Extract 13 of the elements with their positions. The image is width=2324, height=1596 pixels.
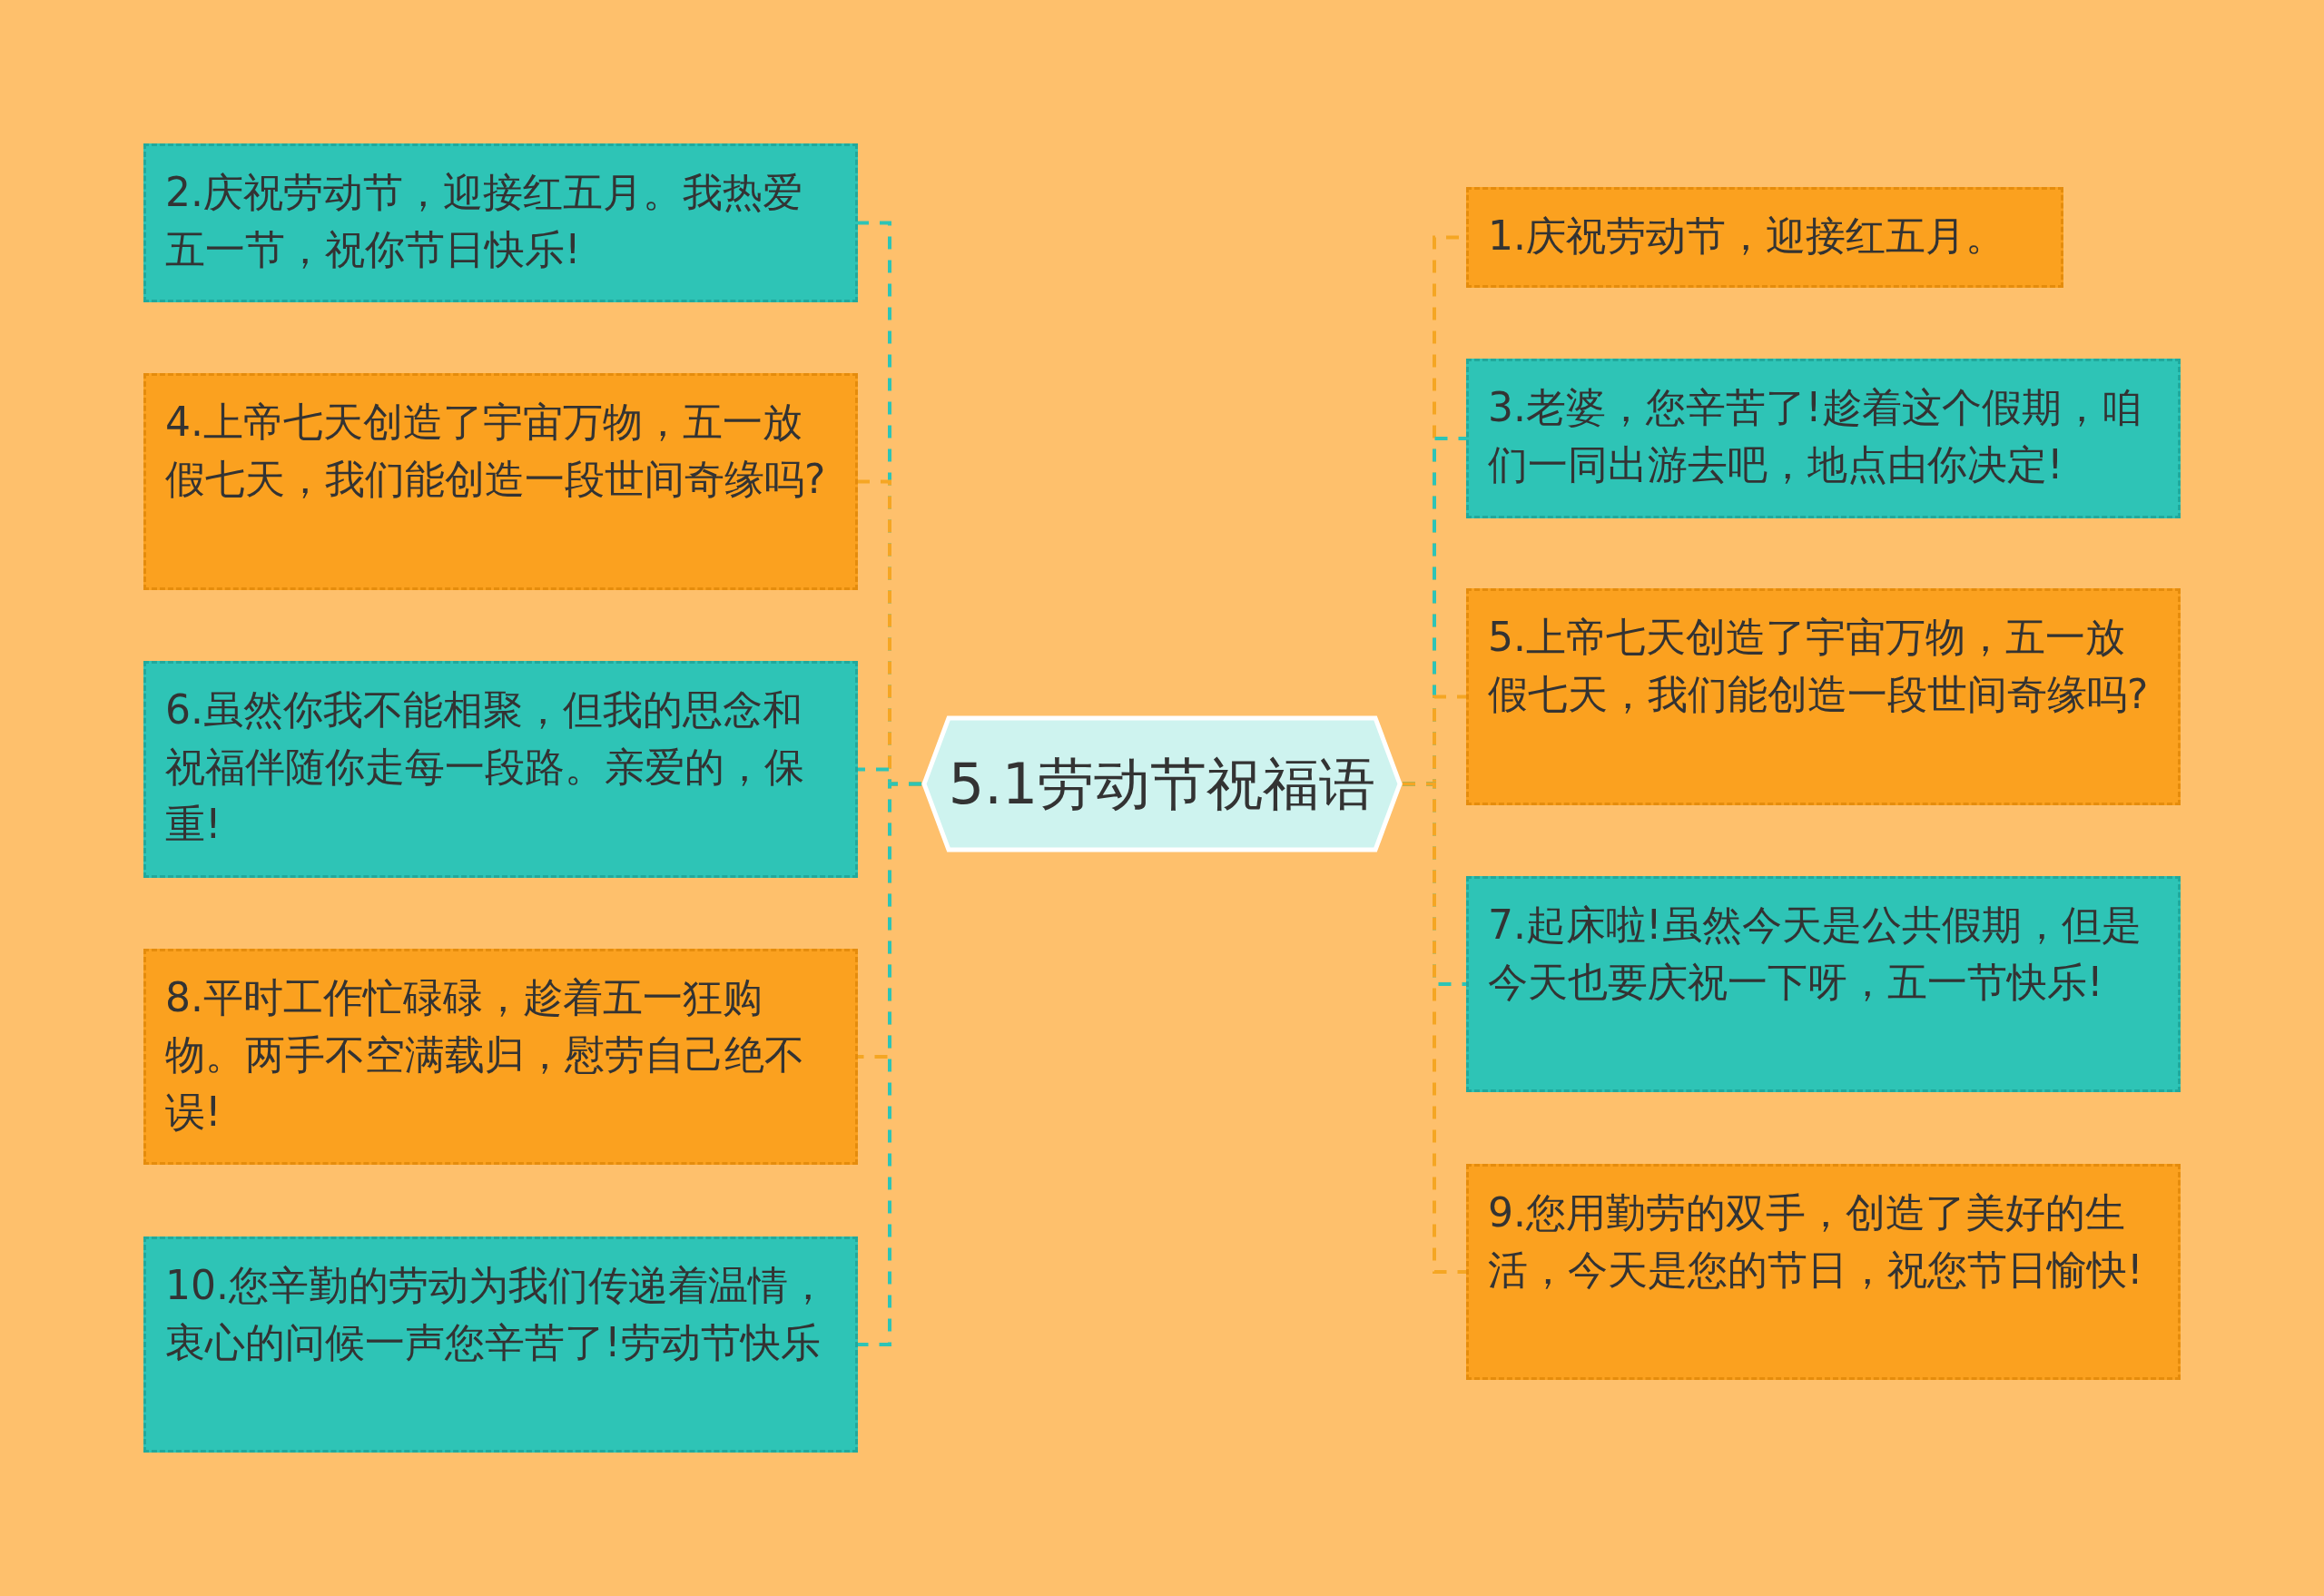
text-card: 1.庆祝劳动节，迎接红五月。: [1466, 187, 2063, 288]
text-card: 7.起床啦!虽然今天是公共假期，但是今天也要庆祝一下呀，五一节快乐!: [1466, 876, 2181, 1092]
connector-line: [1403, 782, 1466, 1274]
text-card: 8.平时工作忙碌碌，趁着五一狂购物。两手不空满载归，慰劳自己绝不误!: [143, 949, 858, 1165]
text-card: 9.您用勤劳的双手，创造了美好的生活，今天是您的节日，祝您节日愉快!: [1466, 1164, 2181, 1380]
text-card: 6.虽然你我不能相聚，但我的思念和祝福伴随你走每一段路。亲爱的，保重!: [143, 661, 858, 878]
topic-hexagon: 5.1劳动节祝福语: [921, 715, 1403, 852]
connector-line: [858, 782, 921, 1346]
text-card: 5.上帝七天创造了宇宙万物，五一放假七天，我们能创造一段世间奇缘吗?: [1466, 588, 2181, 805]
text-card: 2.庆祝劳动节，迎接红五月。我热爱五一节，祝你节日快乐!: [143, 143, 858, 302]
text-card: 10.您辛勤的劳动为我们传递着温情，衷心的问候一声您辛苦了!劳动节快乐: [143, 1236, 858, 1453]
text-card: 4.上帝七天创造了宇宙万物，五一放假七天，我们能创造一段世间奇缘吗?: [143, 373, 858, 590]
text-card: 3.老婆，您辛苦了!趁着这个假期，咱们一同出游去吧，地点由你决定!: [1466, 359, 2181, 518]
